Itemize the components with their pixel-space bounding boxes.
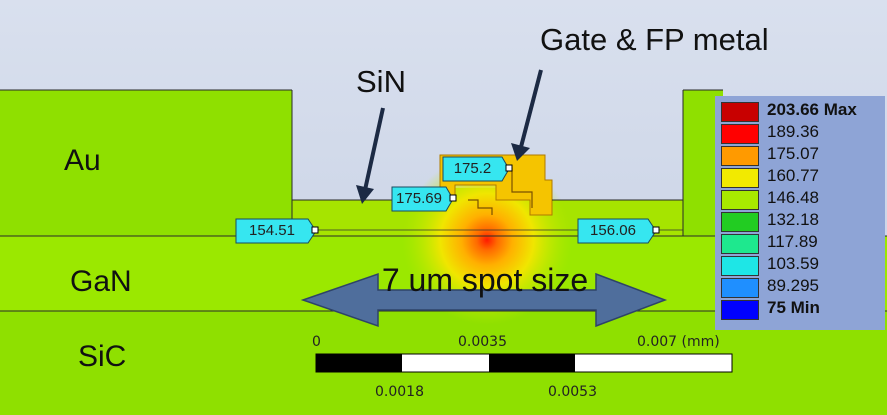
probe-2-shape <box>391 186 457 212</box>
gate-outline-2 <box>468 199 493 215</box>
legend-label-1: 189.36 <box>767 122 819 141</box>
probe-3-value: 175.2 <box>453 160 492 177</box>
scale-bar-segment-2 <box>489 354 575 372</box>
legend-label-0: 203.66 Max <box>767 100 857 119</box>
scale-top-label-1: 0.0035 <box>458 334 507 350</box>
legend-swatch-9 <box>721 300 759 320</box>
au-label: Au <box>64 144 101 177</box>
legend-label-7: 103.59 <box>767 254 819 273</box>
legend-label-8: 89.295 <box>767 276 819 295</box>
legend-label-5: 132.18 <box>767 210 819 229</box>
probe-2: 175.69 <box>392 187 446 211</box>
legend-swatch-8 <box>721 278 759 298</box>
legend-swatch-0 <box>721 102 759 122</box>
scale-top-label-0: 0 <box>312 334 321 350</box>
probe-4-shape <box>577 218 660 244</box>
probe-3: 175.2 <box>443 157 502 181</box>
scale-top-label-2: 0.007 (mm) <box>637 334 720 350</box>
au-pad-left <box>0 90 292 236</box>
probe-1-shape <box>235 218 319 244</box>
probe-2-value: 175.69 <box>396 190 442 207</box>
temperature-legend: 203.66 Max 189.36 175.07 160.77 146.48 1… <box>715 96 885 330</box>
probe-3-shape <box>442 156 513 182</box>
legend-label-6: 117.89 <box>767 232 818 251</box>
legend-swatch-2 <box>721 146 759 166</box>
sic-label: SiC <box>78 340 127 373</box>
legend-swatch-1 <box>721 124 759 144</box>
probe-4-value: 156.06 <box>590 222 636 239</box>
legend-label-3: 160.77 <box>767 166 819 185</box>
gate-arrow-shaft <box>519 69 543 148</box>
probe-1: 154.51 <box>236 219 308 243</box>
scale-bar-segment-1 <box>316 354 402 372</box>
sin-arrow-shaft <box>363 107 385 191</box>
gan-label: GaN <box>70 265 132 298</box>
scale-bottom-label-1: 0.0053 <box>548 384 597 400</box>
gate-arrow-head <box>511 143 530 161</box>
legend-swatch-6 <box>721 234 759 254</box>
legend-swatch-7 <box>721 256 759 276</box>
legend-swatch-5 <box>721 212 759 232</box>
sin-arrow-head <box>356 185 374 204</box>
sin-callout-label: SiN <box>356 64 406 99</box>
legend-swatch-3 <box>721 168 759 188</box>
gate-callout-label: Gate & FP metal <box>540 22 769 57</box>
probe-4: 156.06 <box>578 219 648 243</box>
legend-swatch-4 <box>721 190 759 210</box>
spot-size-arrow <box>300 272 668 328</box>
spot-size-label: 7 um spot size <box>381 262 589 298</box>
legend-label-9: 75 Min <box>767 298 820 317</box>
probe-1-value: 154.51 <box>249 222 295 239</box>
scale-bottom-label-0: 0.0018 <box>375 384 424 400</box>
legend-label-4: 146.48 <box>767 188 819 207</box>
legend-label-2: 175.07 <box>767 144 819 163</box>
